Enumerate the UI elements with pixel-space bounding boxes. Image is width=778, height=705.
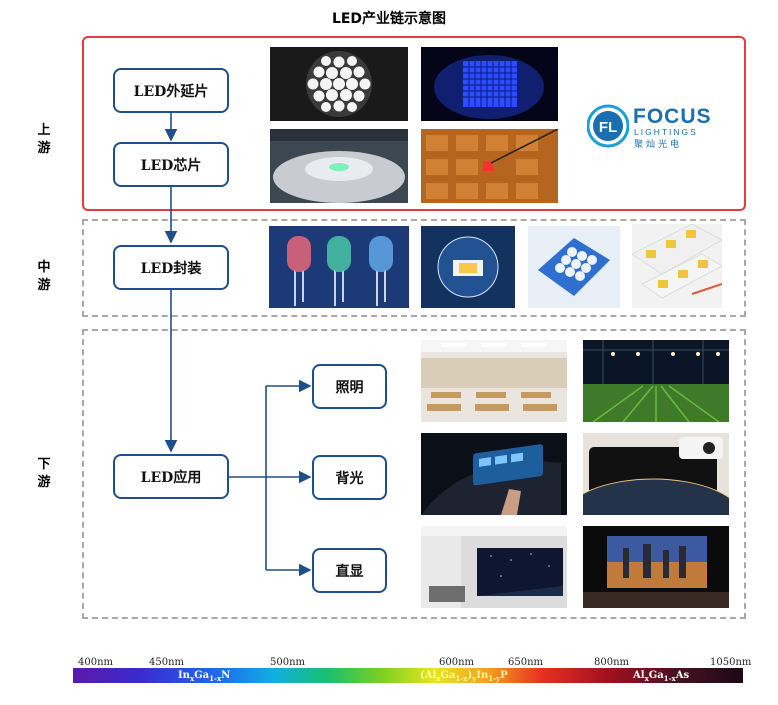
box-backlight: 背光 xyxy=(312,455,387,500)
focus-lightings-logo: FL FOCUS LIGHTINGS 聚灿光电 xyxy=(587,101,722,151)
box-direct-display: 直显 xyxy=(312,548,387,593)
logo-brand: FOCUS xyxy=(633,105,712,128)
photo-led-module xyxy=(528,226,620,308)
photo-cinema-wall xyxy=(583,526,729,608)
photo-wafer-dots xyxy=(270,47,408,121)
downstream-frame xyxy=(82,329,746,619)
tick-1050: 1050nm xyxy=(710,657,752,668)
tick-450: 450nm xyxy=(149,657,185,668)
band-ingan: InxGa1-xN xyxy=(178,670,231,683)
fl-badge-icon: FL xyxy=(587,104,629,148)
logo-cn: 聚灿光电 xyxy=(634,140,683,150)
photo-car-display xyxy=(421,433,567,515)
photo-greenhouse xyxy=(583,340,729,422)
tick-400: 400nm xyxy=(78,657,114,668)
photo-tablet xyxy=(583,433,729,515)
box-application: LED应用 xyxy=(113,454,229,499)
tick-600: 600nm xyxy=(439,657,475,668)
tick-800: 800nm xyxy=(594,657,630,668)
photo-led-strip xyxy=(632,224,722,308)
box-lighting: 照明 xyxy=(312,364,387,409)
tick-650: 650nm xyxy=(508,657,544,668)
svg-text:FL: FL xyxy=(599,119,617,136)
photo-wafer-machine xyxy=(270,129,408,203)
logo-sub: LIGHTINGS xyxy=(634,127,698,137)
stage-downstream: 下游 xyxy=(37,457,51,490)
stage-upstream: 上游 xyxy=(37,123,51,156)
photo-living-room-wall xyxy=(421,526,567,608)
upstream-frame xyxy=(82,36,746,211)
band-algainp: (AlxGa1-x)yIn1-yP xyxy=(420,670,508,683)
tick-500: 500nm xyxy=(270,657,306,668)
stage-midstream: 中游 xyxy=(37,260,51,293)
photo-blue-led-array xyxy=(421,47,558,121)
box-epitaxy: LED外延片 xyxy=(113,68,229,113)
page-title: LED产业链示意图 xyxy=(331,11,447,27)
band-algaas: AlxGa1-xAs xyxy=(633,670,690,683)
photo-classroom xyxy=(421,340,567,422)
spectrum-bar xyxy=(73,668,743,683)
photo-smd-led xyxy=(421,226,515,308)
box-packaging: LED封装 xyxy=(113,245,229,290)
photo-chip-probe xyxy=(421,129,558,203)
box-chip: LED芯片 xyxy=(113,142,229,187)
midstream-frame xyxy=(82,219,746,317)
photo-through-hole-leds xyxy=(269,226,409,308)
